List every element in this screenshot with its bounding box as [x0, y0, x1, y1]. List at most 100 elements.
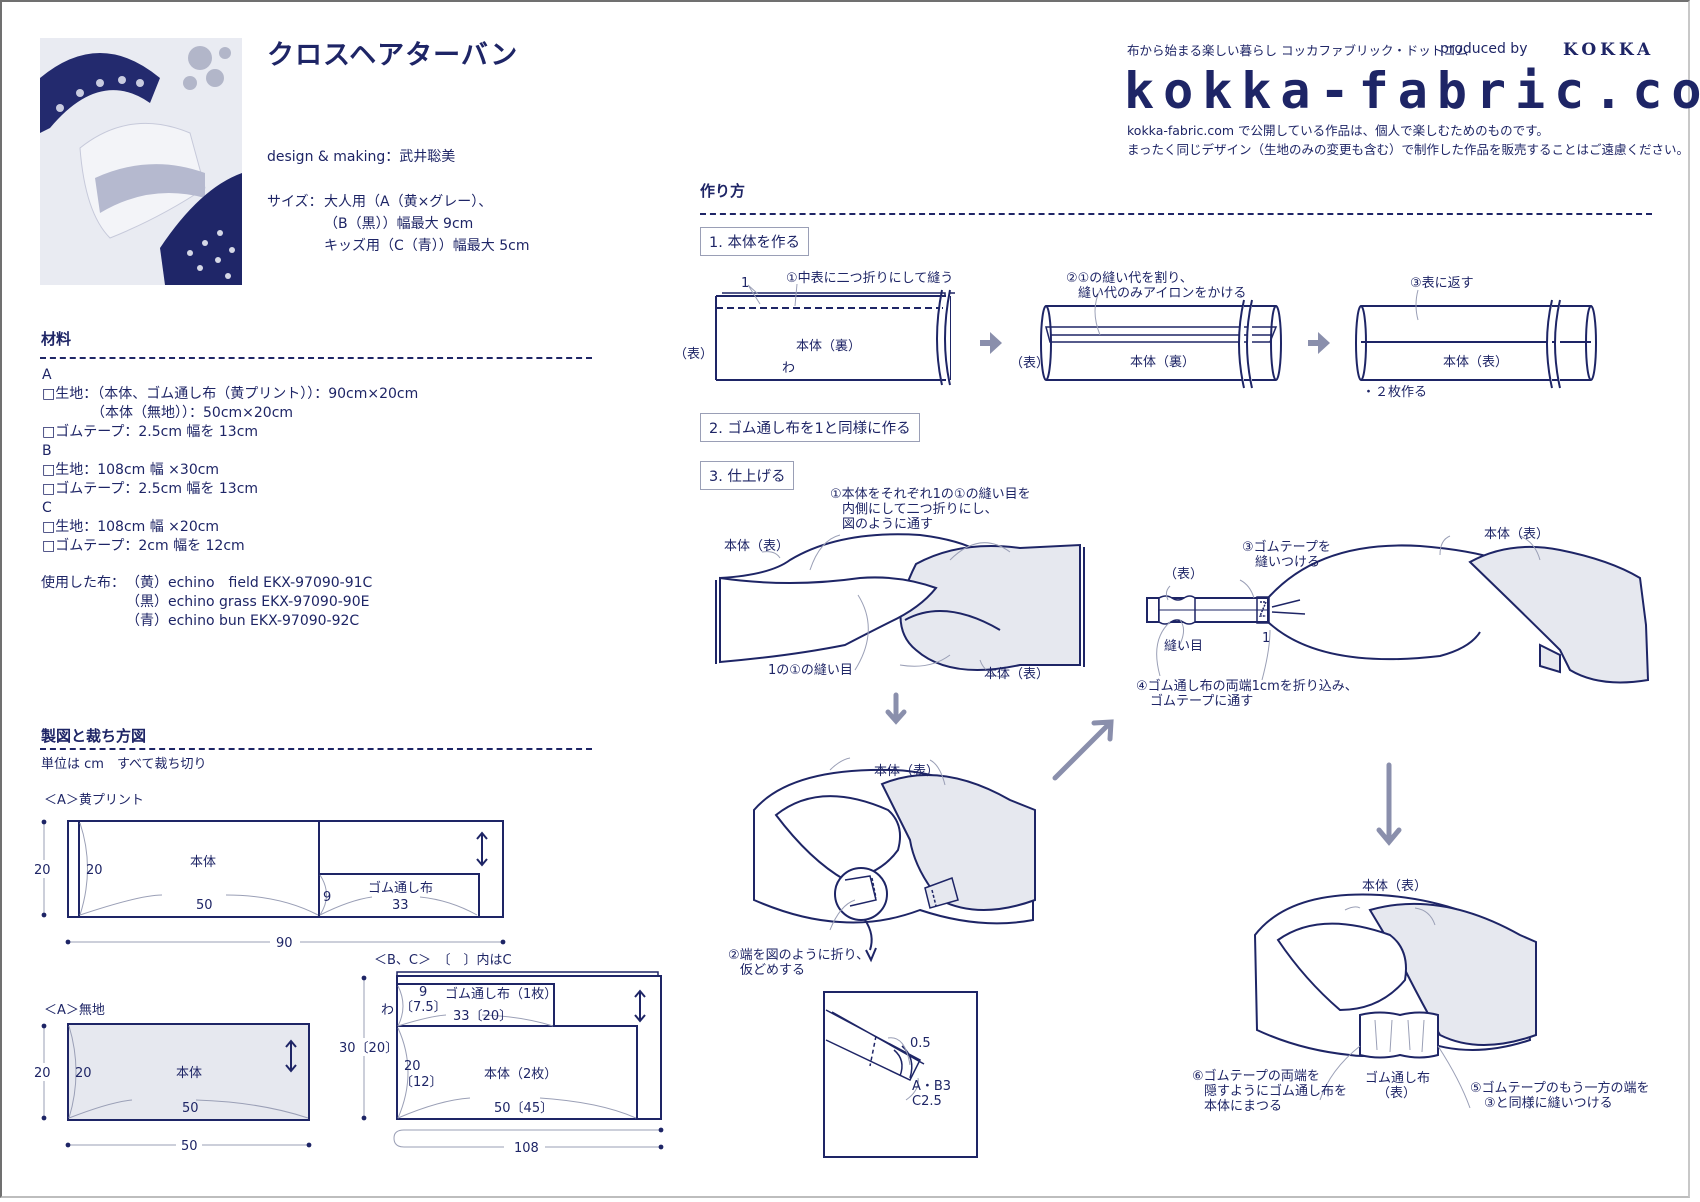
fabric-item: （青）echino bun EKX-97090-92C — [126, 613, 360, 629]
label-bg — [176, 1137, 202, 1153]
materials-line: □生地：108cm 幅 ×20cm — [42, 519, 220, 535]
piece-label: 本体 — [176, 1066, 202, 1081]
diagram-bc: ＜B、C＞ 〔 〕内はC 30〔20〕 わ 9 〔7.5〕 ゴム通し布（1枚） … — [337, 952, 664, 1156]
size-line: 大人用（A（黄×グレー）、 — [324, 194, 493, 210]
note: ・２枚作る — [1362, 385, 1427, 400]
brand-name: KOKKA — [1563, 40, 1655, 60]
dimension-label: 33〔20〕 — [453, 1009, 512, 1024]
dimension-label: 90 — [276, 936, 293, 951]
materials-list: A □生地：（本体、ゴム通し布（黄プリント））：90cm×20cm （本体（無地… — [42, 366, 418, 556]
materials-line: B — [42, 443, 52, 459]
detail-dimension: C2.5 — [912, 1094, 942, 1109]
piece-label: 本体（表） — [984, 667, 1049, 682]
units-note: 単位は cm すべて裁ち切り — [41, 757, 207, 772]
fabric-outline — [67, 1023, 310, 1121]
product-photo — [40, 38, 242, 285]
instruction: 内側にして二つ折りにし、 — [842, 501, 998, 517]
label-bg — [270, 934, 300, 950]
step-1a: 1 ①中表に二つ折りにして縫う （表） 本体（裏） わ — [680, 271, 955, 386]
materials-line: （本体（無地））：50cm×20cm — [42, 405, 294, 421]
dim-curve — [319, 874, 478, 916]
notice-line: kokka-fabric.com で公開している作品は、個人で楽しむためのもので… — [1127, 123, 1549, 138]
fabrics-list: （黄）echino field EKX-97090-91C （黒）echino … — [126, 574, 372, 631]
side-label: （表） — [1164, 567, 1203, 582]
dimension-label: 20 — [404, 1059, 421, 1074]
dimension-label: 50 — [182, 1101, 199, 1116]
dimension-line — [393, 1129, 661, 1148]
dim-curve — [397, 1027, 637, 1119]
down-arrow-icon — [885, 692, 907, 725]
diagram-a-plain: ＜A＞無地 20 20 本体 50 50 — [32, 1003, 312, 1154]
site-logo[interactable]: kokka-fabric.com — [1124, 62, 1700, 120]
step-3-3: （表） ③ゴムテープを 縫いつける 1 縫い目 本体（表） ④ゴム通し布の両端1… — [1136, 527, 1650, 709]
piece-label: 本体（2枚） — [484, 1067, 557, 1082]
divider — [700, 213, 1652, 215]
dimension-dot — [658, 1127, 664, 1133]
dimension-label: 20 — [34, 863, 51, 878]
piece-label: 本体（裏） — [796, 339, 861, 354]
instruction: 本体にまつる — [1204, 1099, 1282, 1114]
diagram-a-print: ＜A＞黄プリント 20 20 本体 50 9 ゴム通し布 33 90 — [32, 793, 506, 951]
body-piece — [396, 1025, 638, 1120]
materials-line: C — [42, 500, 52, 516]
cutting-diagrams: ＜A＞黄プリント 20 20 本体 50 9 ゴム通し布 33 90 ＜A＞無地… — [32, 793, 664, 1156]
instruction: 縫い代のみアイロンをかける — [1078, 286, 1246, 301]
instruction: ③と同様に縫いつける — [1484, 1096, 1613, 1111]
instruction: ①中表に二つ折りにして縫う — [786, 271, 953, 286]
label-bg — [32, 860, 56, 878]
produced-by: produced by — [1440, 41, 1528, 57]
step-1b: ②①の縫い代を割り、 縫い代のみアイロンをかける （表） 本体（裏） — [1010, 270, 1282, 389]
fabric-outline — [67, 820, 504, 918]
dimension-label: 20 — [34, 1066, 51, 1081]
materials-line: □ゴムテープ：2.5cm 幅を 13cm — [42, 481, 259, 497]
label-bg — [32, 1063, 56, 1081]
size-line: （B（黒））幅最大 9cm — [324, 216, 474, 232]
materials-line: A — [42, 367, 52, 383]
fabric-item: （黄）echino field EKX-97090-91C — [126, 575, 373, 591]
next-arrow-icon — [1308, 332, 1330, 354]
next-arrow-icon — [980, 332, 1002, 354]
dimension-label: 30〔20〕 — [339, 1041, 398, 1056]
dim-curve — [397, 985, 554, 1027]
fabrics-label: 使用した布： — [41, 575, 125, 591]
break-mark — [936, 289, 951, 386]
dimension-dot — [658, 1144, 664, 1150]
dimension-label: 1 — [741, 276, 749, 291]
step-1c: ③表に返す 本体（表） ・２枚作る — [1355, 276, 1597, 400]
grain-arrow-icon — [634, 989, 646, 1023]
tagline: 布から始まる楽しい暮らし コッカファブリック・ドットコム — [1127, 43, 1469, 58]
break-mark — [1238, 299, 1253, 389]
diagram-label: ＜A＞無地 — [44, 1003, 105, 1018]
materials-line: □ゴムテープ：2cm 幅を 12cm — [42, 538, 245, 554]
piece-label: 本体（裏） — [1130, 355, 1195, 370]
step-3-diagrams: ①本体をそれぞれ1の①の縫い目を 内側にして二つ折りにし、 図のように通す 本体… — [715, 487, 1650, 1158]
notice-line: まったく同じデザイン（生地のみの変更も含む）で制作した作品を販売することはご遠慮… — [1127, 142, 1690, 157]
instruction: 縫いつける — [1255, 555, 1320, 570]
dimension-label: 9 — [419, 985, 427, 1000]
detail-circle — [834, 867, 888, 921]
step-1-diagrams: 1 ①中表に二つ折りにして縫う （表） 本体（裏） わ ②①の縫い代を割り、 縫… — [680, 270, 1597, 400]
piece-label: 本体 — [190, 855, 216, 870]
instruction: ⑥ゴムテープの両端を — [1192, 1068, 1320, 1084]
step-3-label: 3. 仕上げる — [700, 461, 795, 490]
dimension-label: 9 — [323, 890, 331, 905]
product-photo-image — [40, 38, 242, 285]
dim-curve — [68, 1025, 309, 1119]
dimension-label: 1 — [1262, 631, 1270, 646]
piece-label: ゴム通し布 — [1365, 1070, 1430, 1086]
instruction: 隠すようにゴム通し布を — [1204, 1083, 1347, 1099]
instruction: ④ゴム通し布の両端1cmを折り込み、 — [1136, 678, 1358, 694]
step-3-2: 本体（表） ②端を図のように折り、 仮どめする 0.5 A・B3 C2.5 — [728, 757, 1036, 1158]
diagram-label: ＜B、C＞ 〔 〕内はC — [374, 952, 512, 968]
divider — [40, 357, 592, 359]
page-title: クロスヘアターバン — [267, 40, 519, 71]
label-bg — [337, 1038, 395, 1056]
instruction: 仮どめする — [740, 963, 805, 978]
divider — [40, 748, 592, 750]
materials-line: □生地：（本体、ゴム通し布（黄プリント））：90cm×20cm — [42, 386, 419, 402]
instruction: ①本体をそれぞれ1の①の縫い目を — [830, 487, 1031, 502]
step-2-label: 2. ゴム通し布を1と同様に作る — [700, 413, 920, 442]
step-3-1: ①本体をそれぞれ1の①の縫い目を 内側にして二つ折りにし、 図のように通す 本体… — [715, 487, 1085, 682]
seam-label: 縫い目 — [1164, 639, 1203, 654]
seam-label: 1の①の縫い目 — [768, 663, 853, 678]
